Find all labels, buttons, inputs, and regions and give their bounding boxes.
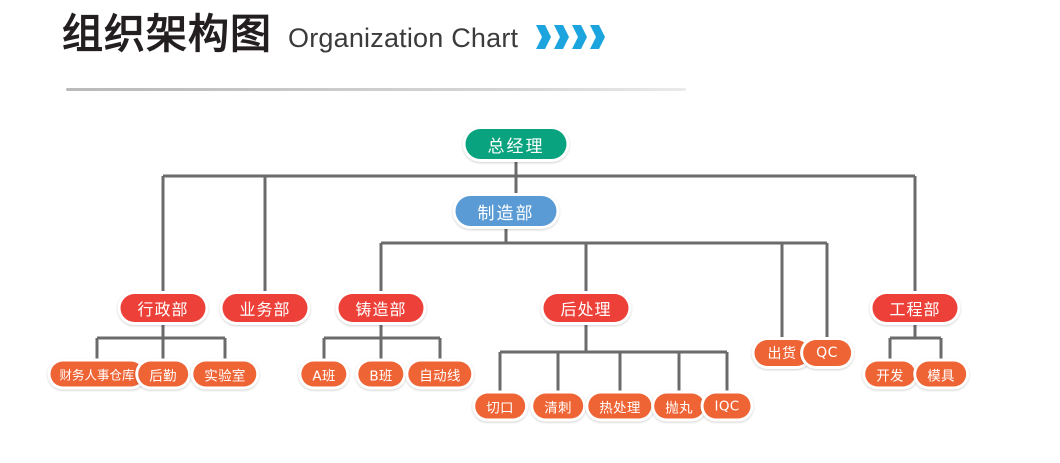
node-finance-hr-warehouse[interactable]: 财务人事仓库 — [47, 358, 147, 390]
node-iqc[interactable]: IQC — [700, 390, 754, 422]
node-label: 切口 — [475, 393, 525, 419]
node-label: QC — [803, 340, 851, 366]
node-laboratory[interactable]: 实验室 — [190, 358, 260, 390]
node-general-manager[interactable]: 总经理 — [462, 126, 570, 162]
node-logistics[interactable]: 后勤 — [135, 358, 191, 390]
node-shot-blasting[interactable]: 抛丸 — [651, 390, 707, 422]
node-label: A班 — [301, 361, 347, 387]
node-label: 后勤 — [138, 361, 188, 387]
node-heat-treatment[interactable]: 热处理 — [585, 390, 655, 422]
node-label: B班 — [358, 361, 404, 387]
node-admin-dept[interactable]: 行政部 — [117, 291, 209, 325]
node-development[interactable]: 开发 — [862, 358, 918, 390]
node-label: 业务部 — [222, 294, 308, 322]
node-label: 清刺 — [533, 393, 583, 419]
node-label: 制造部 — [455, 196, 557, 226]
node-label: IQC — [703, 393, 751, 419]
node-sales-dept[interactable]: 业务部 — [219, 291, 311, 325]
node-label: 抛丸 — [654, 393, 704, 419]
page-title-cn: 组织架构图 — [62, 10, 272, 58]
node-label: 铸造部 — [338, 294, 424, 322]
node-manufacturing-dept[interactable]: 制造部 — [452, 193, 560, 229]
node-automatic-line[interactable]: 自动线 — [405, 358, 475, 390]
node-qc[interactable]: QC — [800, 337, 854, 369]
node-cutting[interactable]: 切口 — [472, 390, 528, 422]
node-label: 后处理 — [543, 294, 629, 322]
node-engineering-dept[interactable]: 工程部 — [869, 291, 961, 325]
double-chevron-right-icon — [534, 24, 612, 50]
node-label: 财务人事仓库 — [50, 361, 144, 387]
node-label: 工程部 — [872, 294, 958, 322]
node-label: 自动线 — [408, 361, 472, 387]
node-label: 模具 — [916, 361, 966, 387]
node-label: 总经理 — [465, 129, 567, 159]
node-post-processing[interactable]: 后处理 — [540, 291, 632, 325]
node-shift-a[interactable]: A班 — [298, 358, 350, 390]
node-deburring[interactable]: 清刺 — [530, 390, 586, 422]
node-label: 热处理 — [588, 393, 652, 419]
page-header: 组织架构图 Organization Chart — [62, 14, 612, 55]
node-shift-b[interactable]: B班 — [355, 358, 407, 390]
node-label: 开发 — [865, 361, 915, 387]
header-divider — [66, 88, 686, 91]
node-casting-dept[interactable]: 铸造部 — [335, 291, 427, 325]
page-title-en: Organization Chart — [288, 23, 519, 53]
node-label: 行政部 — [120, 294, 206, 322]
node-label: 实验室 — [193, 361, 257, 387]
node-mold[interactable]: 模具 — [913, 358, 969, 390]
node-label: 出货 — [754, 340, 810, 366]
